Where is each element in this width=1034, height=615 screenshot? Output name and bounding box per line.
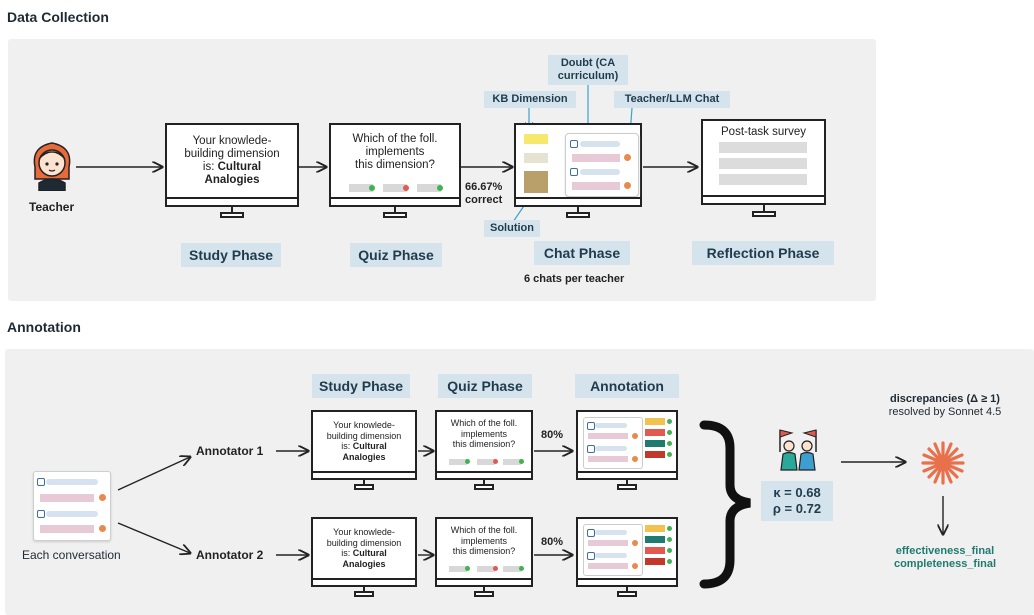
- callout-doubt-line-2: curriculum): [557, 70, 619, 82]
- discrepancies-bold: discrepancies (Δ ≥ 1): [890, 393, 1000, 405]
- quiz-phase-monitor: Which of the foll. implements this dimen…: [329, 123, 461, 207]
- quiz-score-value: 66.67%: [465, 181, 503, 193]
- col-study-phase: Study Phase: [312, 374, 410, 398]
- kappa-value: κ = 0.68: [773, 485, 821, 500]
- study-text-line-1: Your knowlede-: [192, 135, 272, 147]
- a2-quiz-line-2: implements: [460, 535, 507, 546]
- annotator-1-study-monitor: Your knowlede- building dimension is: Cu…: [311, 410, 417, 480]
- a1-study-line-2: building dimension: [326, 430, 402, 441]
- discrepancies-note: discrepancies (Δ ≥ 1) resolved by Sonnet…: [865, 393, 1025, 419]
- conversation-card: [33, 471, 111, 541]
- callout-doubt-line-1: Doubt (CA: [560, 57, 616, 69]
- callout-solution: Solution: [484, 220, 540, 237]
- study-text-bold: Cultural: [217, 161, 262, 173]
- callout-doubt: Doubt (CA curriculum): [548, 55, 628, 85]
- a1-quiz-line-2: implements: [460, 428, 507, 439]
- a1-study-bold-2: Analogies: [342, 451, 386, 462]
- a1-study-line-1: Your knowlede-: [333, 420, 395, 430]
- rho-value: ρ = 0.72: [772, 501, 822, 516]
- reflection-text: Post-task survey: [721, 126, 806, 138]
- study-text-bold-2: Analogies: [204, 174, 260, 186]
- annotator-2-label: Annotator 2: [196, 548, 264, 562]
- quiz-score: 66.67% correct: [465, 181, 502, 207]
- phase-chat: Chat Phase: [534, 241, 630, 265]
- annotator-1-quiz-monitor: Which of the foll. implements this dimen…: [435, 410, 533, 480]
- a1-study-line-3: is:: [341, 441, 351, 451]
- phase-study: Study Phase: [181, 243, 281, 267]
- chats-per-teacher-note: 6 chats per teacher: [524, 273, 625, 285]
- completeness-final: completeness_final: [893, 558, 997, 570]
- quiz-text-line-2: implements: [365, 146, 425, 158]
- teacher-avatar-icon: [29, 137, 75, 192]
- discrepancies-rest: resolved by Sonnet 4.5: [888, 406, 1002, 418]
- a1-quiz-line-1: Which of the foll.: [450, 418, 518, 428]
- col-quiz-phase: Quiz Phase: [438, 374, 532, 398]
- phase-reflection: Reflection Phase: [692, 241, 834, 265]
- study-phase-monitor: Your knowlede- building dimension is: Cu…: [165, 123, 299, 207]
- callout-teacher-llm-chat: Teacher/LLM Chat: [614, 91, 730, 108]
- annotator-2-quiz-monitor: Which of the foll. implements this dimen…: [435, 517, 533, 587]
- a2-study-line-2: building dimension: [326, 537, 402, 548]
- section-title-annotation: Annotation: [7, 319, 81, 335]
- teacher-label: Teacher: [29, 200, 75, 214]
- quiz-text-line-1: Which of the foll.: [352, 133, 438, 145]
- a2-study-line-1: Your knowlede-: [333, 527, 395, 537]
- study-text-line-2: building dimension: [184, 148, 280, 160]
- quiz-text-line-3: this dimension?: [355, 159, 435, 171]
- col-annotation: Annotation: [575, 374, 679, 398]
- a2-study-bold: Cultural: [352, 548, 387, 558]
- a2-study-bold-2: Analogies: [342, 558, 386, 569]
- a2-study-line-3: is:: [341, 548, 351, 558]
- a2-quiz-line-3: this dimension?: [452, 546, 516, 556]
- annotator-1-annotation-monitor: [576, 410, 678, 480]
- reflection-phase-monitor: Post-task survey: [701, 119, 826, 205]
- agreement-people-icon: [770, 426, 826, 472]
- annotator-1-label: Annotator 1: [196, 444, 264, 458]
- annotator-2-study-monitor: Your knowlede- building dimension is: Cu…: [311, 517, 417, 587]
- callout-kb-dimension: KB Dimension: [484, 91, 576, 108]
- effectiveness-final: effectiveness_final: [895, 545, 995, 557]
- agreement-stats: κ = 0.68 ρ = 0.72: [761, 481, 833, 521]
- annotator-2-score: 80%: [541, 536, 564, 548]
- study-text-line-3: is:: [202, 161, 215, 173]
- chat-phase-monitor: [514, 123, 642, 207]
- a2-quiz-line-1: Which of the foll.: [450, 525, 518, 535]
- a1-study-bold: Cultural: [352, 441, 387, 451]
- phase-quiz: Quiz Phase: [350, 243, 442, 267]
- section-title-data-collection: Data Collection: [7, 9, 109, 25]
- sonnet-starburst-icon: [920, 440, 966, 486]
- final-scores: effectiveness_final completeness_final: [880, 545, 1010, 571]
- annotator-2-annotation-monitor: [576, 517, 678, 587]
- quiz-score-caption: correct: [465, 194, 503, 206]
- annotator-1-score: 80%: [541, 429, 564, 441]
- a1-quiz-line-3: this dimension?: [452, 439, 516, 449]
- conversation-label: Each conversation: [22, 548, 121, 562]
